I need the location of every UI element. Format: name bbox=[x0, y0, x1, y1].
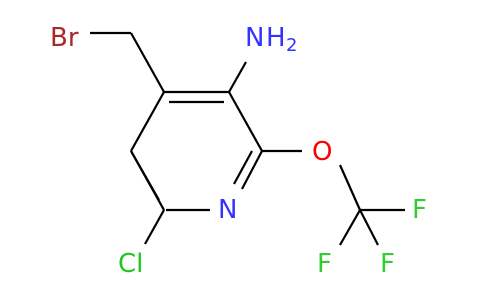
amine-hydrogen-label: H bbox=[266, 23, 286, 53]
oxygen-label: O bbox=[312, 137, 332, 167]
ring-nitrogen-label: N bbox=[218, 195, 237, 225]
fluorine-label-bottom-right: F bbox=[380, 249, 395, 279]
bonds bbox=[90, 31, 405, 246]
chlorine-label: Cl bbox=[118, 249, 143, 279]
bond-o-cf3 bbox=[338, 164, 362, 211]
fluorine-label-top: F bbox=[412, 195, 427, 225]
bond-c1-c3 bbox=[130, 91, 165, 152]
bond-cf3-f-left bbox=[339, 209, 361, 246]
bromine-label: Br bbox=[50, 23, 79, 53]
bond-cf3-f-right bbox=[359, 209, 379, 246]
fluorine-label-bottom-left: F bbox=[317, 249, 332, 279]
atom-labels: Br N H 2 N O F F F Cl bbox=[50, 23, 427, 279]
amine-hydrogen-subscript: 2 bbox=[286, 35, 297, 56]
bond-c4-c5 bbox=[228, 91, 263, 152]
bond-c4-nh2 bbox=[228, 61, 247, 93]
bond-c6-c1-double bbox=[130, 150, 160, 201]
bond-c6-cl bbox=[144, 209, 165, 245]
amine-nitrogen-label: N bbox=[245, 23, 264, 53]
bond-c3-ch2 bbox=[130, 32, 165, 93]
bond-c5-n-double bbox=[233, 150, 253, 185]
bond-c5-n bbox=[241, 150, 263, 190]
